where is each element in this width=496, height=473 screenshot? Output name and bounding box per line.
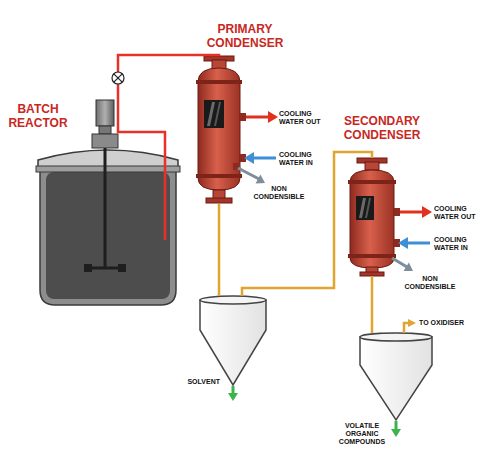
condenser-vessel [196, 56, 246, 203]
receiver-vessel: VOLATILE ORGANIC COMPOUNDS [360, 333, 432, 421]
equipment-title: SECONDARY CONDENSER [338, 114, 426, 142]
note-label: COOLING WATER OUT [434, 205, 482, 221]
pipe-line [371, 276, 374, 333]
equipment-title: PRIMARY CONDENSER [198, 22, 292, 50]
stream-label: SOLVENT [178, 378, 220, 386]
reactor-vessel: BATCH REACTOR [38, 150, 178, 306]
note-label: COOLING WATER IN [279, 151, 327, 167]
stream-label: VOLATILE ORGANIC COMPOUNDS [334, 422, 390, 446]
note-label: COOLING WATER IN [434, 236, 482, 252]
pipe-line [242, 152, 372, 296]
condenser-vessel: PRIMARY CONDENSER [196, 56, 242, 204]
pipe-line [118, 55, 219, 150]
note-label: COOLING WATER OUT [279, 110, 327, 126]
receiver-vessel [200, 296, 266, 401]
equipment-title: BATCH REACTOR [4, 102, 72, 130]
note-label: NON CONDENSIBLE [250, 185, 308, 201]
pipe-line [218, 204, 221, 296]
note-label: NON CONDENSIBLE [400, 275, 460, 291]
receiver-vessel [360, 319, 432, 437]
cooling-arrows [238, 111, 278, 183]
condenser-vessel: SECONDARY CONDENSER [348, 158, 396, 276]
receiver-vessel: SOLVENT [200, 296, 266, 386]
cooling-arrows [392, 206, 432, 271]
note-label: TO OXIDISER [419, 319, 464, 327]
